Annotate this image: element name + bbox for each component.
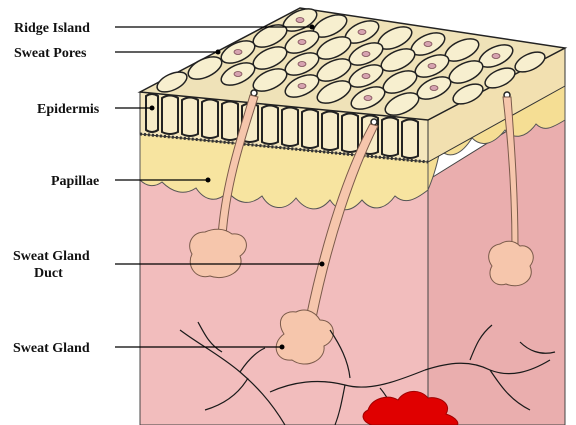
label-epidermis: Epidermis [37, 102, 100, 117]
label-sweat-gland: Sweat Gland [13, 341, 90, 356]
label-sweat-pores: Sweat Pores [14, 46, 87, 61]
label-ridge-island: Ridge Island [14, 21, 90, 36]
label-sweat-gland-duct-line2: Duct [34, 266, 63, 281]
label-sweat-gland-duct-line1: Sweat Gland [13, 249, 90, 264]
sweat-gland-right [489, 241, 534, 286]
label-papillae: Papillae [51, 174, 99, 189]
